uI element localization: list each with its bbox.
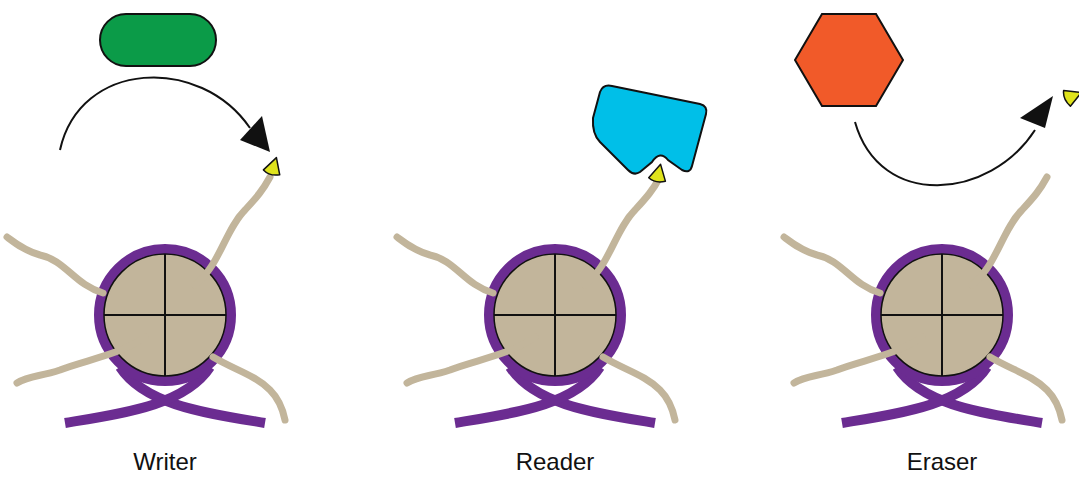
nucleosome — [784, 177, 1062, 423]
arrowhead — [1020, 96, 1053, 128]
panel-label: Eraser — [842, 448, 1042, 476]
arc-arrow — [60, 77, 250, 150]
nucleosome — [7, 155, 285, 423]
panel-label: Reader — [455, 448, 655, 476]
writer-enzyme — [100, 14, 216, 66]
eraser-enzyme — [795, 14, 903, 106]
panel-label: Writer — [65, 448, 265, 476]
arc-arrow — [855, 122, 1035, 185]
arrowhead — [240, 116, 270, 152]
nucleosome — [397, 162, 675, 423]
reader-protein — [593, 86, 707, 174]
